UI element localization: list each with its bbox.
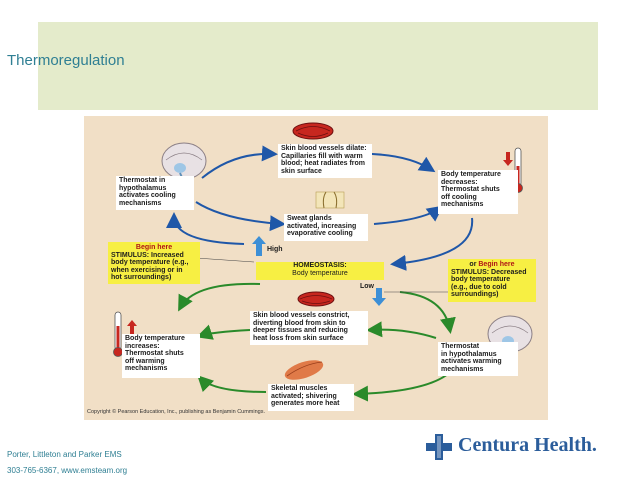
homeostasis-title: HOMEOSTASIS: xyxy=(293,262,347,269)
brain-icon-upper xyxy=(161,142,207,183)
muscle-icon xyxy=(284,360,324,380)
warming-arrow-2 xyxy=(399,291,456,334)
logo-text: Centura Health. xyxy=(458,434,597,456)
footer-org: Porter, Littleton and Parker EMS xyxy=(7,450,122,459)
warming-arrow-3 xyxy=(366,321,437,339)
stimulus-left-pointer xyxy=(195,257,255,263)
copyright-text: Copyright © Pearson Education, Inc., pub… xyxy=(87,409,266,415)
cooling-arrow-4 xyxy=(373,205,444,225)
sweat-glands-box: Sweat glands activated, increasing evapo… xyxy=(284,214,368,241)
begin-here-label-right: Begin here xyxy=(478,261,515,268)
constricted-vessel-icon xyxy=(297,291,335,307)
centura-logo: Centura Health. xyxy=(424,432,604,464)
slide-title: Thermoregulation xyxy=(7,52,125,69)
thermoregulation-diagram: Skin blood vessels dilate: Capillaries f… xyxy=(84,116,548,420)
stimulus-increase-box: Begin here STIMULUS: Increased body temp… xyxy=(108,242,200,284)
high-up-arrow-icon xyxy=(252,236,266,256)
cooling-arrow-3 xyxy=(195,201,286,232)
or-label: or xyxy=(469,261,479,268)
warming-arrow-4 xyxy=(352,373,449,402)
stimulus-increase-text: STIMULUS: Increased body temperature (e.… xyxy=(111,251,189,282)
thermometer-icon-right xyxy=(503,147,523,193)
temp-decreases-box: Body temperature decreases: Thermostat s… xyxy=(438,170,518,214)
temp-increases-box: Body temperature increases: Thermostat s… xyxy=(122,334,200,378)
shivering-box: Skeletal muscles activated; shivering ge… xyxy=(268,384,354,411)
cooling-arrow-1 xyxy=(201,145,278,179)
warming-arrow-5 xyxy=(197,375,267,393)
cross-icon xyxy=(426,434,452,460)
footer-contact: 303-765-6367, www.emsteam.org xyxy=(7,466,128,475)
homeostasis-box: HOMEOSTASIS: Body temperature xyxy=(256,262,384,280)
stimulus-decrease-text: STIMULUS: Decreased body temperature (e.… xyxy=(451,268,527,299)
title-band xyxy=(38,22,598,110)
cooling-arrow-5 xyxy=(390,217,474,271)
diagram-graphics xyxy=(113,122,533,402)
homeostasis-sub: Body temperature xyxy=(292,270,348,277)
low-down-arrow-icon xyxy=(372,288,386,306)
begin-here-label: Begin here xyxy=(135,244,173,251)
dilated-vessel-icon xyxy=(292,122,334,140)
sweat-gland-icon xyxy=(315,191,345,209)
warming-arrow-6 xyxy=(196,324,251,340)
high-label: High xyxy=(267,246,283,253)
vessels-constrict-box: Skin blood vessels constrict, diverting … xyxy=(250,311,368,345)
warming-arrow-1 xyxy=(178,282,261,312)
thermostat-warming-box: Thermostat in hypothalamus activates war… xyxy=(438,342,518,376)
cooling-arrow-6 xyxy=(166,212,245,245)
low-label: Low xyxy=(360,283,374,290)
stimulus-decrease-box: or Begin here STIMULUS: Decreased body t… xyxy=(448,259,536,302)
vessels-dilate-box: Skin blood vessels dilate: Capillaries f… xyxy=(278,144,372,178)
thermostat-cooling-box: Thermostat in hypothalamus activates coo… xyxy=(116,176,194,210)
